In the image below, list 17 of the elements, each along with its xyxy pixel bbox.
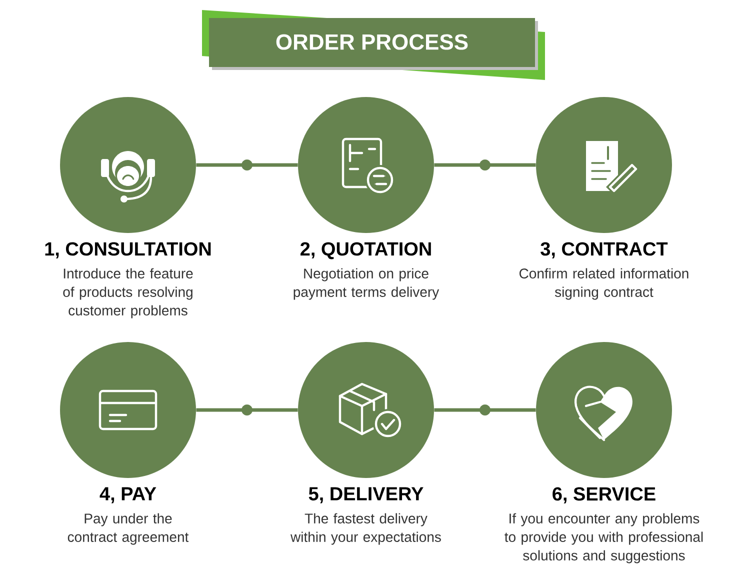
step-description: Confirm related information signing contract (520, 268, 688, 300)
connector-line (196, 160, 298, 170)
title-banner: ORDER PROCESS (202, 10, 545, 80)
connector-line (196, 404, 298, 416)
step-heading: 1, CONSULTATION (45, 242, 211, 258)
step-description: If you encounter any problems to provide you with professional solutions and suggestions (504, 513, 703, 564)
step-heading: 2, QUOTATION (300, 242, 431, 260)
step-heading: 5, DELIVERY (308, 487, 424, 504)
step-description: Negotiation on price payment terms delivery (294, 268, 440, 300)
step-heading: 4, PAY (100, 487, 156, 504)
step-description: The fastest delivery within your expectations (290, 513, 441, 545)
step-heading: 6, SERVICE (552, 487, 656, 504)
connector-line (434, 160, 536, 170)
step-description: Introduce the feature of products resolving customer problems (63, 268, 193, 318)
connector-line (434, 404, 536, 416)
step-description: Pay under the contract agreement (68, 513, 189, 545)
step-heading: 3, CONTRACT (540, 242, 668, 258)
